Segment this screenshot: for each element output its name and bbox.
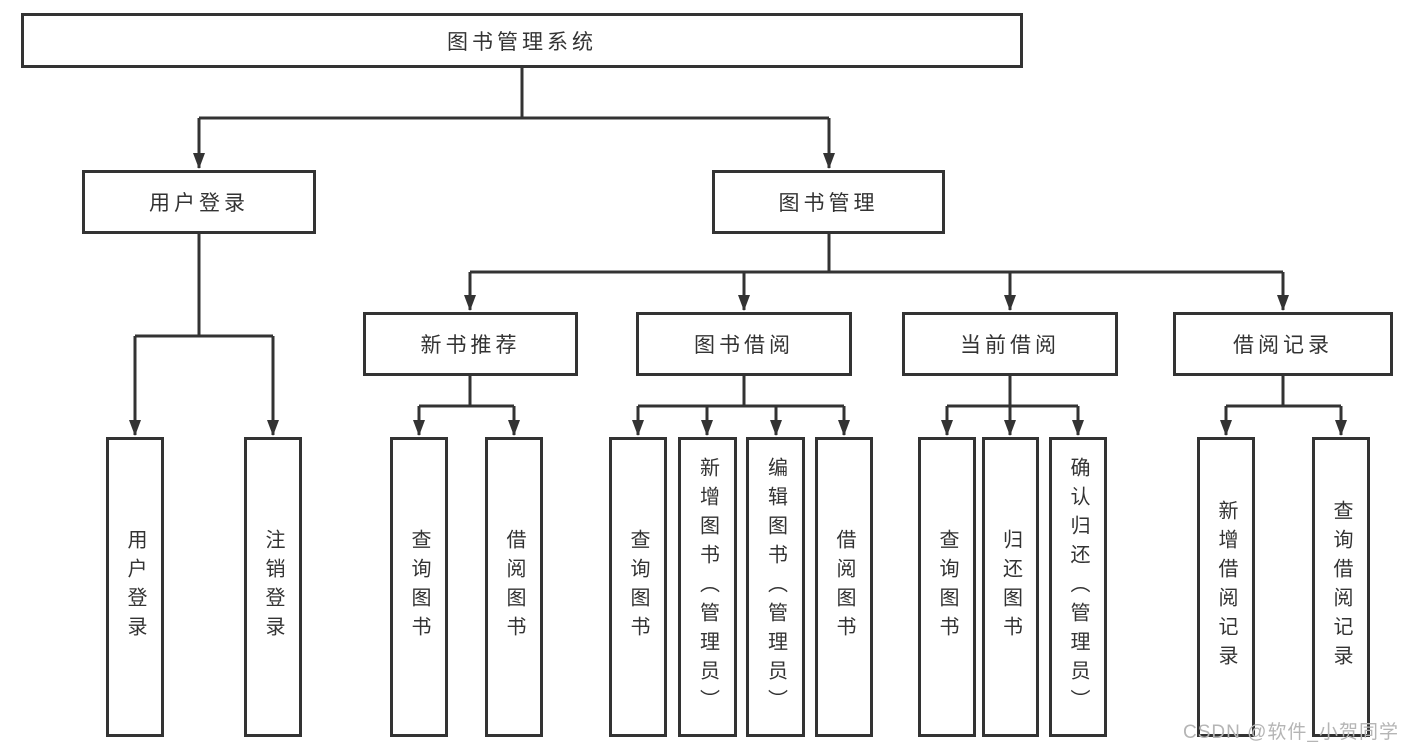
leaf-borrow-books-recommend: 借阅图书 — [485, 437, 543, 737]
csdn-watermark: CSDN @软件_小贺同学 — [1183, 722, 1399, 743]
leaf-add-books-admin: 新增图书（管理员） — [678, 437, 737, 737]
leaf-logout: 注销登录 — [244, 437, 302, 737]
node-new-book-recommend: 新书推荐 — [363, 312, 578, 376]
node-current-borrow: 当前借阅 — [902, 312, 1118, 376]
leaf-query-books-recommend: 查询图书 — [390, 437, 448, 737]
node-library-management-system: 图书管理系统 — [21, 13, 1023, 68]
leaf-query-borrow-record: 查询借阅记录 — [1312, 437, 1370, 737]
leaf-add-borrow-record: 新增借阅记录 — [1197, 437, 1255, 737]
leaf-return-books: 归还图书 — [982, 437, 1039, 737]
leaf-query-books-current: 查询图书 — [918, 437, 976, 737]
leaf-confirm-return-admin: 确认归还（管理员） — [1049, 437, 1107, 737]
leaf-query-books-borrow: 查询图书 — [609, 437, 667, 737]
leaf-edit-books-admin: 编辑图书（管理员） — [746, 437, 805, 737]
node-user-login: 用户登录 — [82, 170, 316, 234]
node-book-management: 图书管理 — [712, 170, 945, 234]
node-book-borrow: 图书借阅 — [636, 312, 852, 376]
leaf-user-login: 用户登录 — [106, 437, 164, 737]
leaf-borrow-books: 借阅图书 — [815, 437, 873, 737]
node-borrow-records: 借阅记录 — [1173, 312, 1393, 376]
